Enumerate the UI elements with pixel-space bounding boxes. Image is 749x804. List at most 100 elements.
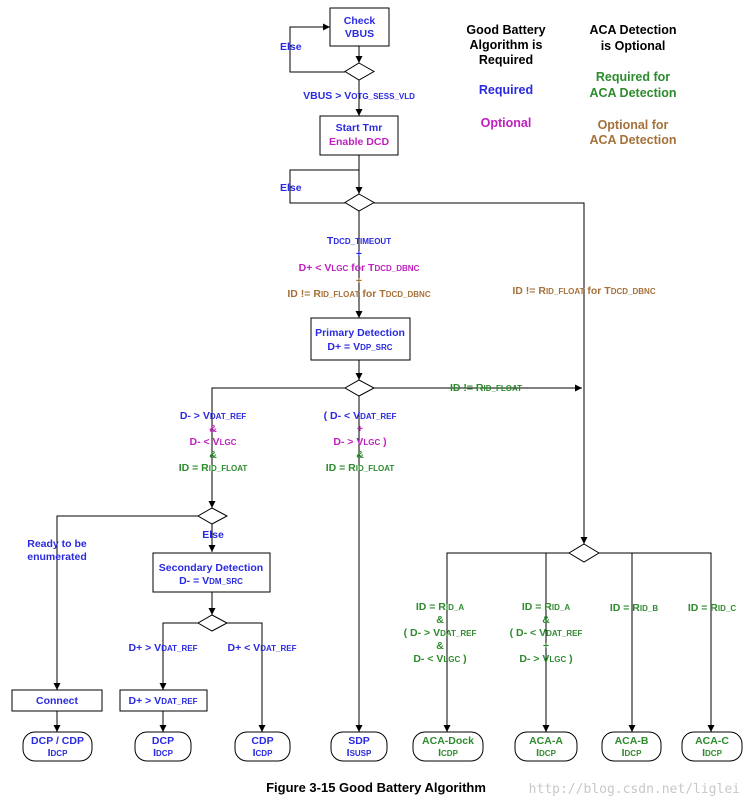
svg-text:D- < VLGC ): D- < VLGC ) [413, 653, 466, 665]
svg-text:D+ = VDP_SRC: D+ = VDP_SRC [327, 341, 392, 353]
svg-text:+: + [356, 275, 362, 287]
terminal-aca-a: ACA-A IDCP [514, 731, 578, 762]
box-primary-detection: Primary Detection D+ = VDP_SRC [310, 317, 411, 361]
svg-text:&: & [209, 449, 217, 461]
svg-text:D+ > VDAT_REF: D+ > VDAT_REF [129, 695, 198, 707]
svg-text:CDP: CDP [251, 735, 273, 747]
terminal-dcp: DCP IDCP [134, 731, 192, 762]
label-mid-conditions: ( D- < VDAT_REF + D- > VLGC ) & ID = RID… [324, 410, 397, 474]
label-else-enumerated: Else [202, 529, 224, 541]
box-dplus-vdat: D+ > VDAT_REF [119, 689, 208, 712]
svg-text:ACA Detection: ACA Detection [589, 133, 676, 147]
svg-text:ACA Detection: ACA Detection [589, 86, 676, 100]
svg-text:&: & [436, 640, 444, 652]
svg-text:D- = VDM_SRC: D- = VDM_SRC [179, 575, 243, 587]
terminal-dcp-cdp: DCP / CDP IDCP [22, 731, 93, 762]
decision-diamonds [196, 62, 600, 632]
svg-text:ID = RID_A: ID = RID_A [416, 601, 465, 613]
svg-text:+: + [356, 248, 362, 260]
terminal-sdp: SDP ISUSP [330, 731, 388, 762]
svg-text:( D- < VDAT_REF: ( D- < VDAT_REF [324, 410, 397, 422]
legend: Good Battery Algorithm is Required ACA D… [466, 23, 676, 147]
svg-text:ACA-B: ACA-B [615, 735, 649, 747]
svg-text:&: & [209, 423, 217, 435]
label-rid-float-right: ID != RID_FLOAT for TDCD_DBNC [512, 285, 655, 297]
box-secondary-detection: Secondary Detection D- = VDM_SRC [152, 552, 271, 593]
svg-text:D- > VLGC ): D- > VLGC ) [333, 436, 386, 448]
svg-text:&: & [542, 614, 550, 626]
svg-text:D- > VLGC ): D- > VLGC ) [519, 653, 572, 665]
terminal-aca-c: ACA-C IDCP [681, 731, 743, 762]
label-aca-dock-conditions: ID = RID_A & ( D- > VDAT_REF & D- < VLGC… [404, 601, 477, 665]
decision-aca [568, 543, 600, 563]
label-dplus-gt: D+ > VDAT_REF [129, 642, 198, 654]
label-aca-c-condition: ID = RID_C [688, 602, 737, 614]
svg-text:IDCP: IDCP [48, 747, 68, 759]
svg-text:IDCP: IDCP [622, 747, 642, 759]
svg-text:ID = RID_FLOAT: ID = RID_FLOAT [179, 462, 248, 474]
label-aca-a-conditions: ID = RID_A & ( D- < VDAT_REF + D- > VLGC… [510, 601, 583, 665]
label-else-vbus: Else [280, 41, 302, 53]
terminal-cdp: CDP ICDP [234, 731, 291, 762]
svg-text:&: & [356, 449, 364, 461]
box-start-tmr: Start Tmr Enable DCD [319, 115, 399, 156]
svg-text:ACA-Dock: ACA-Dock [422, 735, 474, 747]
figure-caption: Figure 3-15 Good Battery Algorithm [266, 780, 486, 795]
svg-text:Primary Detection: Primary Detection [315, 327, 405, 339]
svg-text:ID != RID_FLOAT for TDCD_DBNC: ID != RID_FLOAT for TDCD_DBNC [287, 288, 430, 300]
svg-text:VBUS: VBUS [345, 28, 374, 40]
svg-text:D- < VLGC: D- < VLGC [190, 436, 237, 448]
svg-text:ACA-A: ACA-A [529, 735, 563, 747]
watermark: http://blog.csdn.net/liglei [529, 782, 740, 797]
svg-text:Ready to be: Ready to be [27, 538, 87, 550]
svg-text:Start Tmr: Start Tmr [336, 122, 383, 134]
svg-text:ACA Detection: ACA Detection [589, 23, 676, 37]
svg-text:ID = RID_A: ID = RID_A [522, 601, 571, 613]
svg-text:Check: Check [344, 15, 376, 27]
decision-enumerated [196, 507, 229, 525]
svg-text:IDCP: IDCP [702, 747, 722, 759]
decision-dcd [344, 193, 376, 212]
svg-text:Good Battery: Good Battery [466, 23, 545, 37]
label-id-neq-float: ID != RID_FLOAT [450, 382, 522, 394]
label-dplus-lt: D+ < VDAT_REF [228, 642, 297, 654]
svg-text:Optional: Optional [481, 116, 532, 130]
svg-text:ICDP: ICDP [253, 747, 273, 759]
svg-text:Secondary Detection: Secondary Detection [159, 562, 263, 574]
svg-text:enumerated: enumerated [27, 551, 87, 563]
label-aca-b-condition: ID = RID_B [610, 602, 659, 614]
svg-text:DCP / CDP: DCP / CDP [31, 735, 84, 747]
svg-text:ACA-C: ACA-C [695, 735, 729, 747]
svg-text:Required: Required [479, 83, 533, 97]
svg-text:( D- < VDAT_REF: ( D- < VDAT_REF [510, 627, 583, 639]
label-left-conditions: D- > VDAT_REF & D- < VLGC & ID = RID_FLO… [179, 410, 248, 474]
svg-text:is Optional: is Optional [601, 39, 666, 53]
svg-text:+: + [357, 423, 363, 435]
svg-text:ICDP: ICDP [438, 747, 458, 759]
label-ready-enumerated: Ready to be enumerated [27, 538, 87, 563]
box-connect: Connect [11, 689, 103, 712]
svg-text:ID = RID_FLOAT: ID = RID_FLOAT [326, 462, 395, 474]
svg-text:ISUSP: ISUSP [347, 747, 372, 759]
decision-secondary [196, 614, 229, 632]
svg-text:SDP: SDP [348, 735, 370, 747]
terminal-aca-b: ACA-B IDCP [601, 731, 662, 762]
svg-text:DCP: DCP [152, 735, 174, 747]
connector-lines [53, 23, 715, 732]
terminal-aca-dock: ACA-Dock ICDP [412, 731, 484, 762]
decision-primary [343, 379, 376, 397]
svg-text:IDCP: IDCP [536, 747, 556, 759]
svg-text:&: & [436, 614, 444, 626]
svg-text:D- > VDAT_REF: D- > VDAT_REF [180, 410, 246, 422]
label-vbus-cond: VBUS > VOTG_SESS_VLD [303, 90, 415, 102]
svg-text:Algorithm is: Algorithm is [470, 38, 543, 52]
svg-text:Optional for: Optional for [598, 118, 669, 132]
svg-text:Required for: Required for [596, 70, 670, 84]
decision-vbus [344, 62, 376, 81]
svg-text:+: + [543, 640, 549, 652]
box-check-vbus: Check VBUS [329, 7, 390, 47]
svg-text:IDCP: IDCP [153, 747, 173, 759]
label-else-dcd: Else [280, 182, 302, 194]
svg-text:D+ < VLGC for TDCD_DBNC: D+ < VLGC for TDCD_DBNC [299, 262, 420, 274]
